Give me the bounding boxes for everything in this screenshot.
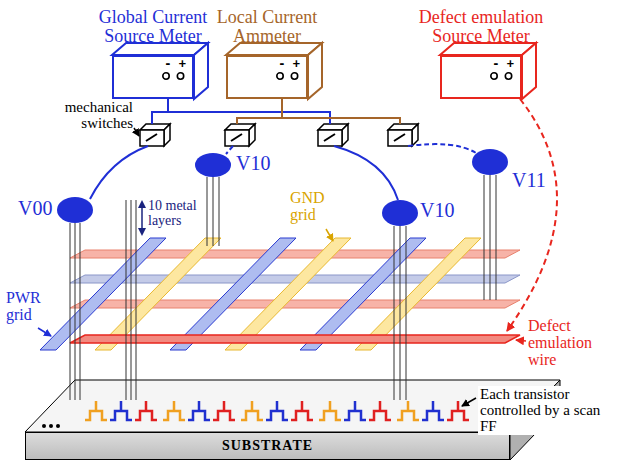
switch-front [140,130,164,146]
meter-side-face [194,43,208,99]
pad-voltage-name: V10 [420,200,454,221]
pad-voltage-name: V11 [512,170,546,191]
switch-lever [231,134,242,141]
terminal-jack [177,73,183,79]
defect-feed-wire [507,99,557,331]
leader-arrow [134,128,139,136]
pad-voltage-name: V00 [18,198,52,219]
grid-name: PWR grid [6,290,50,324]
leader-arrow [38,328,51,336]
switch-lever [146,134,157,141]
terminal-jacks [276,71,300,81]
meter-wire [152,99,330,124]
meter-heading: Local Current Ammeter [205,8,329,45]
probe-wire [226,146,233,154]
dimension-note: 10 metal layers [148,199,206,228]
terminal-polarity: - + [492,58,514,70]
source-meter: Defect emulation Source Meter- + [440,55,522,99]
substrate-label: SUBSTRATE [222,438,313,454]
mechanical-switch [140,124,170,146]
switch-lever [324,134,335,141]
pwr-grid-bar [300,238,426,350]
terminal-jack [291,73,297,79]
via-stack [70,175,496,400]
meter-heading: Global Current Source Meter [87,8,219,45]
terminal-jack [505,73,511,79]
terminal-jacks [162,71,186,81]
meter-heading: Defect emulation Source Meter [406,8,556,45]
wire-name: Defect emulation wire [528,318,620,368]
layer-span-arrow [141,204,143,232]
transistor-symbol [135,401,469,420]
transistor-symbol [110,401,444,420]
continuation-dot [42,424,46,428]
probe-pad [57,197,93,223]
grid-name: GND grid [290,190,340,224]
mechanical-switch [225,124,255,146]
continuation-dot [49,424,53,428]
probe-pad [472,149,508,175]
switch-side [412,124,418,146]
terminal-jacks [490,71,514,81]
switch-front [388,130,412,146]
substrate-block: SUBSTRATE [25,432,510,460]
switch-side [249,124,255,146]
gnd-grid-bar [355,238,481,350]
source-meter: Global Current Source Meter- + [112,55,194,99]
terminal-jack [277,73,283,79]
callout-text: Each transistor controlled by a scan FF [478,386,606,435]
meter-side-face [522,43,536,99]
meter-side-face [308,43,322,99]
meter-wire [237,99,400,124]
pwr-grid-bar [40,238,166,350]
switch-lever [394,134,405,141]
transistor-symbol [85,401,419,420]
leader-arrow [462,398,476,406]
switch-front [225,130,249,146]
mechanical-switch [388,124,418,146]
defect-wire [70,335,520,343]
probe-pad [382,200,418,226]
pad-voltage-name: V10 [236,153,270,174]
switch-side [342,124,348,146]
probe-wire [408,144,476,153]
mechanical-switch [318,124,348,146]
terminal-jack [491,73,497,79]
ammeter: Local Current Ammeter- + [226,55,308,99]
probe-pad [195,153,231,177]
continuation-dot [56,424,60,428]
switch-front [318,130,342,146]
probe-wire [90,146,148,199]
callout-text: mechanical switches [35,100,133,132]
switch-side [164,124,170,146]
probe-wire [334,146,398,200]
leader-arrow [326,229,333,241]
terminal-polarity: - + [278,58,300,70]
pwr-grid-bar [170,238,296,350]
leader-arrow [516,340,526,341]
terminal-jack [163,73,169,79]
terminal-polarity: - + [164,58,186,70]
